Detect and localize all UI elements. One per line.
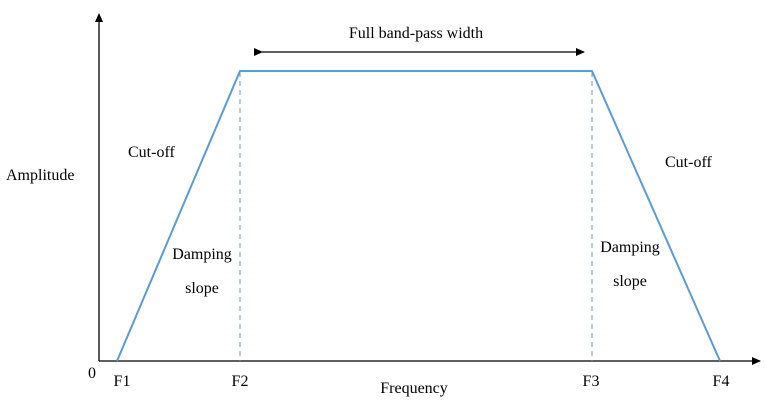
- right-cutoff-label: Cut-off: [665, 154, 712, 171]
- right-slope-label-line2: slope: [613, 273, 647, 290]
- left-slope-label-line2: slope: [185, 280, 219, 297]
- right-slope-label-line1: Damping: [600, 239, 660, 256]
- filter-response-line: [116, 70, 721, 362]
- tick-label-f2: F2: [232, 373, 249, 390]
- tick-label-f3: F3: [583, 373, 600, 390]
- bandwidth-label: Full band-pass width: [349, 25, 483, 42]
- x-axis-label: Frequency: [380, 380, 448, 397]
- left-slope-label-line1: Damping: [172, 246, 232, 263]
- tick-label-f1: F1: [114, 373, 131, 390]
- left-cutoff-label: Cut-off: [128, 144, 175, 161]
- tick-label-f4: F4: [713, 373, 730, 390]
- y-axis-label: Amplitude: [6, 167, 74, 184]
- origin-label: 0: [88, 365, 96, 382]
